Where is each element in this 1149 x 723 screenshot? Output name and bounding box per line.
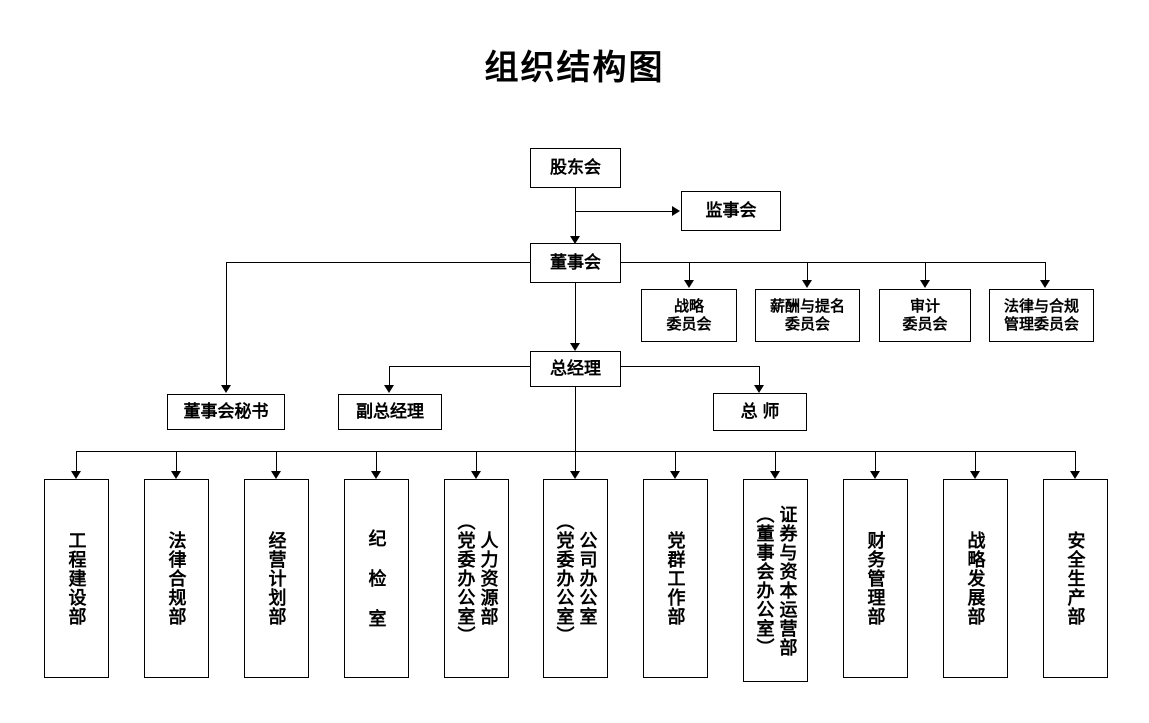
node-dept-discipline[interactable]: 纪 检 室: [344, 479, 409, 678]
arrow-dept-securities: [770, 471, 780, 479]
connector-drop-dept-party: [675, 451, 676, 473]
arrow-committee-legal: [1040, 280, 1050, 288]
connector-drop-dept-safety: [1075, 451, 1076, 473]
connector-gm-to-deputy-vertical: [389, 366, 390, 387]
node-dept-safety[interactable]: 安全生产部: [1043, 479, 1108, 678]
connector-board-committee-bus: [621, 262, 1046, 263]
dept-engineering-label: 工程建设部: [66, 531, 87, 626]
dept-hr-main-label: 人力资源部: [478, 531, 499, 626]
connector-board-to-secretary-vertical: [226, 262, 227, 387]
node-dept-planning[interactable]: 经营计划部: [244, 479, 309, 678]
committee-legal-line1: 法律与合规: [1003, 297, 1079, 315]
connector-gm-to-department-bus: [575, 387, 576, 451]
connector-drop-dept-finance: [875, 451, 876, 473]
connector-shareholders-to-supervisory: [575, 211, 675, 212]
committee-strategy-line1: 战略: [673, 297, 704, 315]
arrow-dept-strategy: [970, 471, 980, 479]
page-title: 组织结构图: [484, 49, 665, 87]
node-general-manager[interactable]: 总经理: [530, 351, 621, 387]
arrow-deputy-gm: [384, 385, 394, 393]
arrow-dept-safety: [1070, 471, 1080, 479]
node-dept-hr[interactable]: （党委办公室） 人力资源部: [444, 479, 509, 678]
arrow-to-supervisory: [672, 206, 680, 216]
node-committee-strategy[interactable]: 战略 委员会: [641, 289, 737, 342]
connector-board-to-gm: [575, 283, 576, 345]
connector-drop-dept-office: [575, 451, 576, 473]
arrow-board-to-gm: [570, 343, 580, 351]
dept-party-label: 党群工作部: [665, 531, 686, 626]
committee-strategy-line2: 委员会: [666, 315, 712, 333]
node-dept-legal[interactable]: 法律合规部: [144, 479, 209, 678]
connector-drop-dept-planning: [276, 451, 277, 473]
node-chief-engineer[interactable]: 总 师: [713, 393, 807, 431]
node-dept-office[interactable]: （党委办公室） 公司办公室: [543, 479, 608, 678]
arrow-dept-legal: [171, 471, 181, 479]
dept-office-sub-label: （党委办公室）: [554, 512, 575, 645]
arrow-committee-compensation: [802, 280, 812, 288]
dept-finance-label: 财务管理部: [865, 531, 886, 626]
node-board-of-directors[interactable]: 董事会: [530, 243, 621, 283]
arrow-shareholders-to-board: [570, 236, 580, 244]
connector-gm-to-deputy-horizontal: [389, 366, 531, 367]
committee-audit-line2: 委员会: [902, 315, 948, 333]
dept-hr-sub-label: （党委办公室）: [455, 512, 476, 645]
node-committee-legal[interactable]: 法律与合规 管理委员会: [989, 289, 1094, 342]
dept-securities-sub-label: （董事会办公室）: [754, 504, 775, 657]
connector-drop-dept-hr: [476, 451, 477, 473]
arrow-dept-hr: [471, 471, 481, 479]
arrow-committee-strategy: [684, 280, 694, 288]
connector-shareholders-to-board: [575, 188, 576, 242]
arrow-dept-party: [670, 471, 680, 479]
node-supervisory-board[interactable]: 监事会: [681, 191, 781, 231]
connector-drop-dept-discipline: [376, 451, 377, 473]
node-dept-engineering[interactable]: 工程建设部: [44, 479, 109, 678]
connector-board-to-secretary-horizontal: [226, 262, 531, 263]
dept-legal-label: 法律合规部: [166, 531, 187, 626]
connector-gm-to-chief-vertical: [759, 366, 760, 387]
dept-safety-label: 安全生产部: [1065, 531, 1086, 626]
connector-drop-committee-strategy: [689, 262, 690, 282]
node-dept-strategy[interactable]: 战略发展部: [943, 479, 1008, 678]
arrow-dept-planning: [271, 471, 281, 479]
node-dept-party[interactable]: 党群工作部: [643, 479, 708, 678]
connector-drop-dept-strategy: [975, 451, 976, 473]
committee-audit-line1: 审计: [909, 297, 940, 315]
node-deputy-general-manager[interactable]: 副总经理: [338, 394, 442, 430]
node-dept-securities[interactable]: （董事会办公室） 证券与资本运营部: [743, 479, 808, 682]
connector-drop-committee-compensation: [807, 262, 808, 282]
arrow-dept-finance: [870, 471, 880, 479]
connector-drop-dept-engineering: [76, 451, 77, 473]
node-dept-finance[interactable]: 财务管理部: [843, 479, 908, 678]
connector-drop-dept-securities: [775, 451, 776, 473]
arrow-dept-engineering: [71, 471, 81, 479]
arrow-board-secretary: [221, 385, 231, 393]
node-shareholders-meeting[interactable]: 股东会: [530, 148, 621, 188]
committee-compensation-line1: 薪酬与提名: [769, 297, 845, 315]
connector-gm-to-chief-horizontal: [620, 366, 760, 367]
connector-drop-committee-legal: [1045, 262, 1046, 282]
dept-securities-main-label: 证券与资本运营部: [777, 504, 798, 657]
arrow-dept-discipline: [371, 471, 381, 479]
committee-compensation-line2: 委员会: [784, 315, 830, 333]
connector-drop-dept-legal: [176, 451, 177, 473]
arrow-chief-engineer: [754, 385, 764, 393]
connector-drop-committee-audit: [925, 262, 926, 282]
node-committee-compensation[interactable]: 薪酬与提名 委员会: [755, 289, 860, 342]
node-committee-audit[interactable]: 审计 委员会: [879, 289, 971, 342]
dept-strategy-label: 战略发展部: [965, 531, 986, 626]
dept-planning-label: 经营计划部: [266, 531, 287, 626]
dept-discipline-label: 纪 检 室: [366, 529, 387, 628]
node-board-secretary[interactable]: 董事会秘书: [167, 394, 285, 430]
arrow-dept-office: [570, 471, 580, 479]
committee-legal-line2: 管理委员会: [1003, 315, 1079, 333]
arrow-committee-audit: [920, 280, 930, 288]
dept-office-main-label: 公司办公室: [577, 531, 598, 626]
